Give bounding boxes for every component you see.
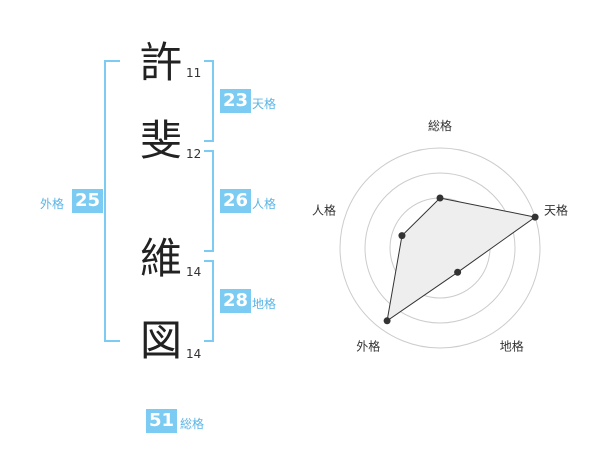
radar-ring-4: [339, 147, 541, 349]
chikaku-label: 地格: [252, 297, 277, 311]
name-char-1: 許: [140, 38, 183, 87]
name-char-4: 図: [140, 316, 183, 365]
radar-point-1: [531, 213, 539, 221]
name-char-3: 維: [140, 234, 183, 283]
radar-point-3: [383, 317, 391, 325]
gaikaku-badge: 25: [72, 189, 104, 213]
tenkaku-label: 天格: [252, 97, 277, 111]
jinkaku-label: 人格: [252, 197, 277, 211]
radar-ring-3: [364, 172, 516, 324]
chikaku-badge: 28: [220, 289, 252, 313]
gaikaku-label: 外格: [40, 197, 65, 211]
tenkaku-bracket: [204, 60, 214, 142]
jinkaku-badge: 26: [220, 189, 252, 213]
stroke-count-4: 14: [186, 347, 202, 361]
radar-axis-label-4: 人格: [312, 202, 336, 217]
stroke-count-3: 14: [186, 265, 202, 279]
tenkaku-badge: 23: [220, 89, 252, 113]
radar-axis-label-3: 外格: [356, 339, 380, 354]
jinkaku-bracket: [204, 150, 214, 252]
stroke-count-1: 11: [186, 66, 202, 80]
radar-point-2: [454, 268, 462, 276]
radar-point-4: [398, 232, 406, 240]
soukaku-label: 総格: [180, 417, 205, 431]
radar-ring-1: [414, 222, 466, 274]
radar-axis-label-0: 総格: [428, 118, 452, 133]
soukaku-badge: 51: [146, 409, 178, 433]
radar-axis-label-1: 天格: [544, 202, 568, 217]
gaikaku-bracket: [104, 60, 120, 342]
radar-point-0: [436, 194, 444, 202]
chikaku-bracket: [204, 260, 214, 342]
radar-ring-2: [389, 197, 491, 299]
radar-axis-label-2: 地格: [500, 339, 524, 354]
radar-area: [386, 197, 537, 322]
stroke-count-2: 12: [186, 147, 202, 161]
radar-center: [437, 245, 443, 251]
name-char-2: 斐: [140, 116, 183, 165]
